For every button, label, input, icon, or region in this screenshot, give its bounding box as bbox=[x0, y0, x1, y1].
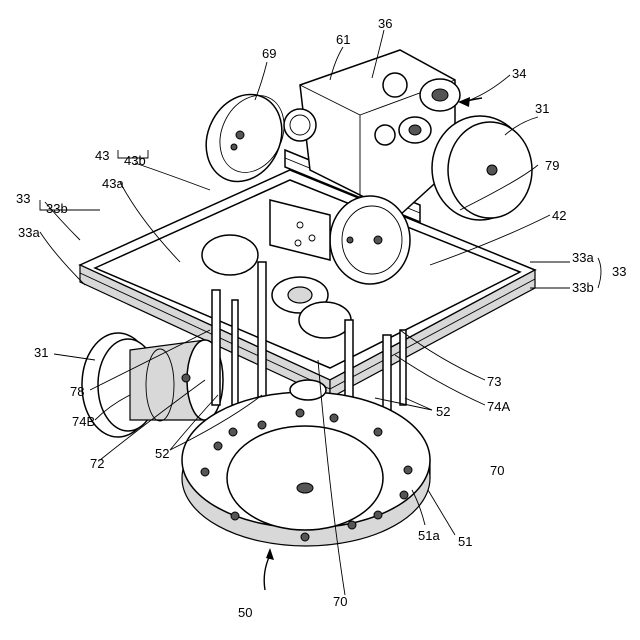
label-43: 43 bbox=[95, 148, 109, 163]
label-43b: 43b bbox=[124, 153, 146, 168]
label-36: 36 bbox=[378, 16, 392, 31]
wheel-31-right bbox=[432, 116, 532, 220]
wheel-31-left bbox=[82, 333, 223, 437]
label-52-left: 52 bbox=[155, 446, 169, 461]
label-51: 51 bbox=[458, 534, 472, 549]
label-74A: 74A bbox=[487, 399, 510, 414]
label-33a-left: 33a bbox=[18, 225, 40, 240]
label-33-left: 33 bbox=[16, 191, 30, 206]
label-33a-right: 33a bbox=[572, 250, 594, 265]
label-33b-left: 33b bbox=[46, 201, 68, 216]
label-31-left: 31 bbox=[34, 345, 48, 360]
label-31-top: 31 bbox=[535, 101, 549, 116]
label-33b-right: 33b bbox=[572, 280, 594, 295]
label-79: 79 bbox=[545, 158, 559, 173]
label-52-right: 52 bbox=[436, 404, 450, 419]
label-43a: 43a bbox=[102, 176, 124, 191]
label-51a: 51a bbox=[418, 528, 440, 543]
label-73: 73 bbox=[487, 374, 501, 389]
label-74B: 74B bbox=[72, 414, 95, 429]
label-78: 78 bbox=[70, 384, 84, 399]
label-61: 61 bbox=[336, 32, 350, 47]
label-50: 50 bbox=[238, 605, 252, 620]
label-69: 69 bbox=[262, 46, 276, 61]
label-72: 72 bbox=[90, 456, 104, 471]
label-34: 34 bbox=[512, 66, 526, 81]
label-70-bottom: 70 bbox=[333, 594, 347, 609]
label-70-right: 70 bbox=[490, 463, 504, 478]
label-42: 42 bbox=[552, 208, 566, 223]
label-33-right: 33 bbox=[612, 264, 626, 279]
